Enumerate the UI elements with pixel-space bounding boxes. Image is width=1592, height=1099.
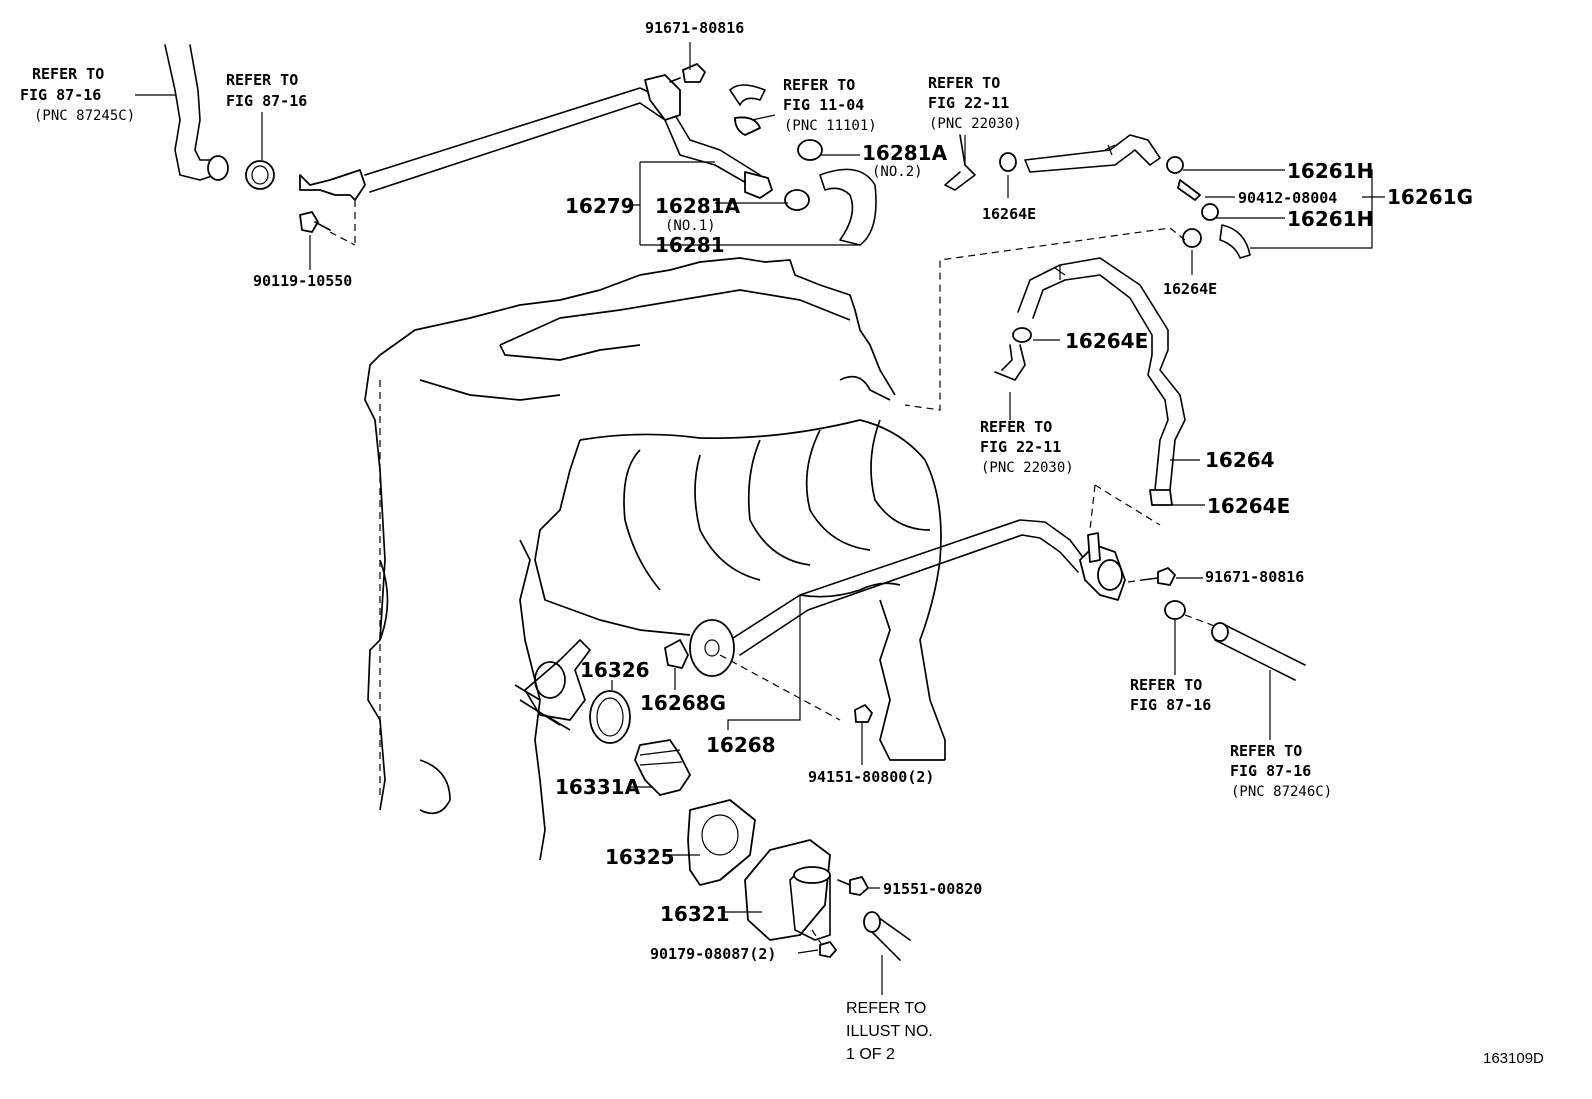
nut-94151-80800	[854, 704, 873, 723]
hose-ref-22-11-top	[944, 134, 976, 191]
label-16331a: 16331A	[555, 775, 641, 799]
ref3-line2: FIG 11-04	[783, 96, 864, 114]
ref6-line2: FIG 87-16	[1130, 696, 1211, 714]
gasket-16325	[687, 799, 756, 886]
label-16261h-a: 16261H	[1287, 159, 1373, 183]
bypass-pipe-16279	[299, 74, 773, 201]
thermostat-16331a	[634, 739, 691, 796]
ref4-line3: (PNC 22030)	[929, 116, 1022, 132]
ref1-line3: (PNC 87245C)	[34, 108, 135, 124]
bolt-91551-00820	[837, 876, 869, 896]
engine-block	[364, 257, 946, 861]
ref5-line1: REFER TO	[980, 418, 1052, 436]
hose-16264	[994, 257, 1186, 506]
label-91551-00820: 91551-00820	[883, 880, 982, 898]
ref4-line2: FIG 22-11	[928, 94, 1009, 112]
part-number-labels: 91671-80816 90119-10550 16279 16281A (NO…	[253, 19, 1473, 963]
label-16264e-d: 16264E	[1207, 494, 1290, 518]
label-90412-08004: 90412-08004	[1238, 189, 1337, 207]
label-16321: 16321	[660, 902, 730, 926]
ref2-line2: FIG 87-16	[226, 92, 307, 110]
water-pipe-16268	[689, 484, 1161, 721]
ref8-line3: 1 OF 2	[846, 1046, 895, 1063]
label-94151-80800: 94151-80800(2)	[808, 768, 934, 786]
label-16264e-b: 16264E	[1163, 280, 1217, 298]
label-16281a-no1-sub: (NO.1)	[665, 218, 716, 234]
label-16264e-a: 16264E	[982, 205, 1036, 223]
label-90179-08087: 90179-08087(2)	[650, 945, 776, 963]
ref7-line1: REFER TO	[1230, 742, 1302, 760]
ref7-line3: (PNC 87246C)	[1231, 784, 1332, 800]
label-91671-80816-top: 91671-80816	[645, 19, 744, 37]
label-16325: 16325	[605, 845, 675, 869]
reference-labels: REFER TO FIG 87-16 (PNC 87245C) REFER TO…	[20, 65, 1332, 1063]
hose-clamp-left	[245, 160, 275, 190]
label-16326: 16326	[580, 658, 650, 682]
hose-ref-87246c	[1211, 622, 1306, 681]
ref1-line1: REFER TO	[32, 65, 104, 83]
label-16281a-no2: 16281A	[862, 141, 948, 165]
bolt-91671-80816-top	[669, 63, 706, 83]
ref5-line2: FIG 22-11	[980, 438, 1061, 456]
ref1-line2: FIG 87-16	[20, 86, 101, 104]
label-16268: 16268	[706, 733, 776, 757]
hose-16261g	[999, 134, 1251, 259]
label-16281a-no2-sub: (NO.2)	[872, 164, 923, 180]
ref2-line1: REFER TO	[226, 71, 298, 89]
gasket-16268g	[664, 639, 689, 669]
ref3-line3: (PNC 11101)	[784, 118, 877, 134]
ref5-line3: (PNC 22030)	[981, 460, 1074, 476]
hose-ref-11-04	[729, 84, 766, 136]
label-16264: 16264	[1205, 448, 1275, 472]
label-16264e-c: 16264E	[1065, 329, 1148, 353]
bolt-91671-80816-right	[1141, 567, 1176, 586]
upper-left-hose	[164, 44, 229, 181]
ref4-line1: REFER TO	[928, 74, 1000, 92]
diagram-id: 163109D	[1483, 1050, 1544, 1067]
hose-16281	[784, 139, 877, 246]
nut-90179-08087	[811, 929, 837, 958]
bolt-90119-10550	[299, 200, 356, 246]
ref6-line1: REFER TO	[1130, 676, 1202, 694]
label-16268g: 16268G	[640, 691, 726, 715]
ref7-line2: FIG 87-16	[1230, 762, 1311, 780]
label-16261g: 16261G	[1387, 185, 1473, 209]
leader-lines	[135, 42, 1385, 995]
dashed-leaders-top	[904, 227, 1186, 411]
lower-hose-ref-illust	[863, 911, 911, 961]
label-16281: 16281	[655, 233, 725, 257]
ref8-line2: ILLUST NO.	[846, 1023, 933, 1040]
gasket-16326	[589, 690, 631, 744]
ref3-line1: REFER TO	[783, 76, 855, 94]
label-16261h-b: 16261H	[1287, 207, 1373, 231]
ref8-line1: REFER TO	[846, 1000, 926, 1017]
label-16281a-no1: 16281A	[655, 194, 741, 218]
label-91671-80816-right: 91671-80816	[1205, 568, 1304, 586]
label-16279: 16279	[565, 194, 635, 218]
water-inlet-16321	[744, 839, 831, 941]
hose-clamp-right	[1164, 600, 1221, 629]
label-90119-10550: 90119-10550	[253, 272, 352, 290]
